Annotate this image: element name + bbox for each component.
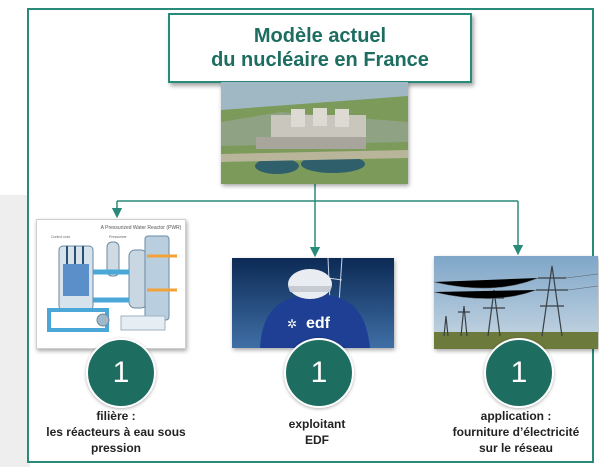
title-line-1: Modèle actuel [253,25,387,47]
caption-application: application : fourniture d’électricité s… [434,408,598,456]
caption-exploitant-line-1: exploitant [288,417,346,431]
svg-text:✲: ✲ [287,317,297,331]
number-circle-exploitant: 1 [284,338,354,408]
caption-filiere-line-3: pression [90,441,141,455]
title-box: Modèle actuel du nucléaire en France [168,13,472,83]
caption-exploitant: exploitant EDF [250,416,384,448]
pwr-diagram-image: A Pressurized Water Reactor (PWR) Contro… [36,219,186,349]
nuclear-plant-photo [221,82,408,184]
power-pylons-photo [434,256,598,349]
diagram-heading: A Pressurized Water Reactor (PWR) [101,225,182,231]
caption-application-line-1: application : [480,409,552,423]
svg-text:Pressurizer: Pressurizer [109,235,128,239]
side-panel [0,195,30,467]
caption-filiere-line-2: les réacteurs à eau sous [46,425,186,439]
caption-filiere-line-1: filière : [96,409,136,423]
caption-exploitant-line-2: EDF [305,433,329,447]
title-line-2: du nucléaire en France [211,49,429,71]
caption-filiere: filière : les réacteurs à eau sous press… [36,408,196,456]
number-circle-filiere: 1 [86,338,156,408]
number-circle-application: 1 [484,338,554,408]
edf-worker-photo: edf ✲ [232,258,394,348]
svg-text:Control rods: Control rods [51,235,70,239]
caption-application-line-2: fourniture d’électricité [452,425,580,439]
edf-logo-text: edf [306,315,331,332]
caption-application-line-3: sur le réseau [478,441,554,455]
